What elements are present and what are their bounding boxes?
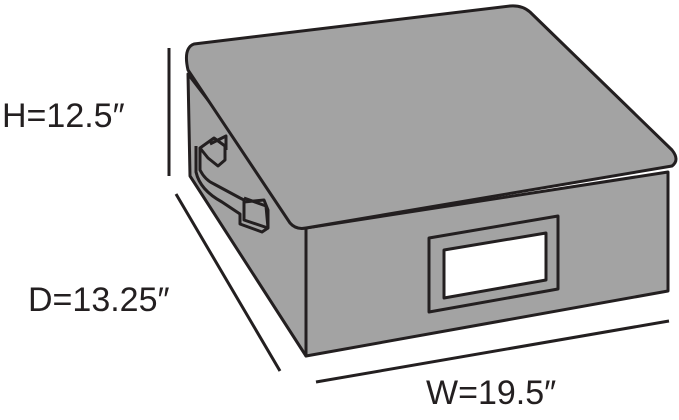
depth-label: D=13.25″ bbox=[28, 281, 170, 319]
box-lid bbox=[185, 4, 678, 230]
handle-icon bbox=[194, 134, 270, 234]
height-label: H=12.5″ bbox=[2, 97, 125, 135]
label-holder-icon bbox=[427, 214, 560, 314]
width-dimension-line bbox=[315, 319, 670, 384]
width-label: W=19.5″ bbox=[426, 374, 557, 412]
depth-dimension-line bbox=[174, 193, 282, 372]
